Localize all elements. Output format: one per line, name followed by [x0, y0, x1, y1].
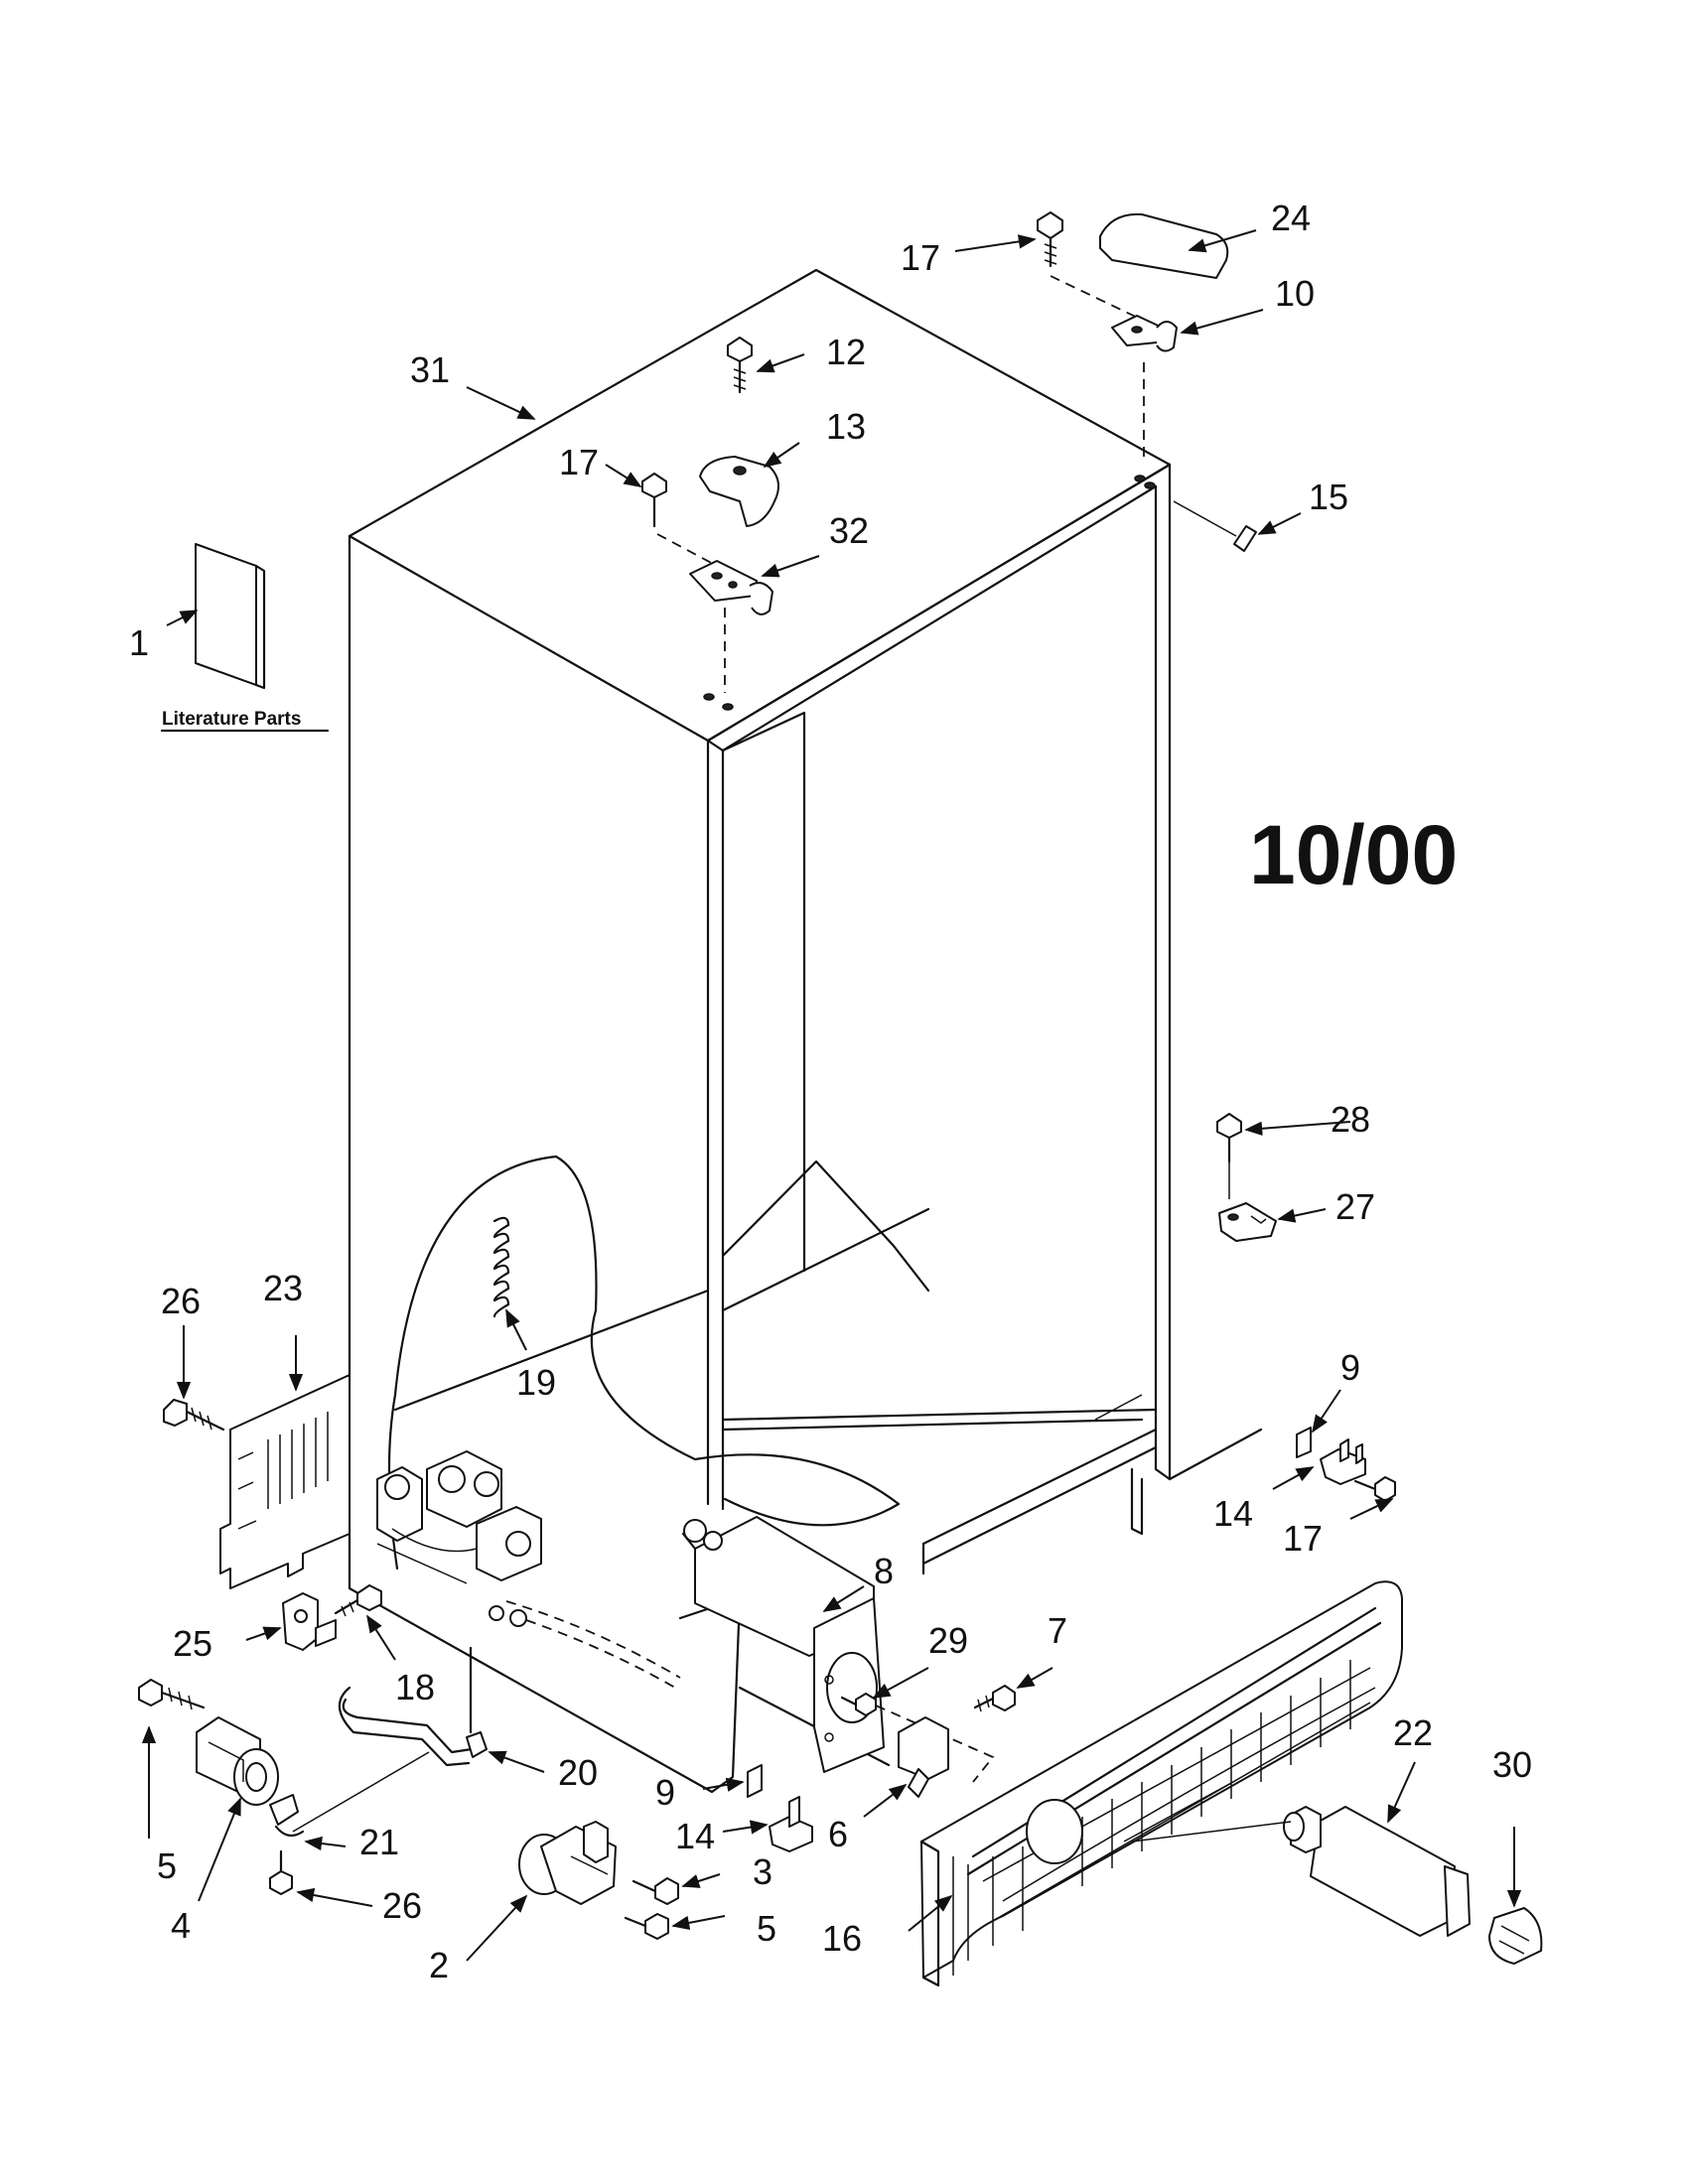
callout-14-center: 14 — [675, 1816, 715, 1856]
revision-mark: 10/00 — [1249, 808, 1458, 901]
electrical-bracket-23 — [219, 1374, 351, 1589]
callout-28: 28 — [1331, 1099, 1370, 1140]
callout-17-top: 17 — [901, 237, 940, 278]
screw-29 — [840, 1693, 877, 1716]
callout-17-left: 17 — [559, 442, 599, 482]
callout-23: 23 — [263, 1268, 303, 1308]
shim-9-center — [747, 1764, 763, 1798]
screw-5-front — [624, 1913, 669, 1940]
shim-9-right — [1296, 1427, 1312, 1458]
bracket-14-center — [769, 1796, 813, 1852]
clip-21 — [269, 1794, 305, 1838]
callout-14-right: 14 — [1213, 1493, 1253, 1534]
callout-5-front: 5 — [757, 1908, 776, 1949]
callout-24: 24 — [1271, 198, 1311, 238]
toe-grille-16 — [919, 1580, 1403, 1987]
hinge-holes — [703, 475, 1156, 711]
callout-29: 29 — [928, 1620, 968, 1661]
screw-17-right — [1353, 1476, 1396, 1502]
callout-8: 8 — [874, 1551, 894, 1591]
callout-9-center: 9 — [655, 1772, 675, 1813]
duct-8 — [681, 1516, 885, 1773]
hinge-10 — [1111, 315, 1178, 352]
literature-booklet — [195, 543, 266, 690]
callout-13: 13 — [826, 406, 866, 447]
callout-2: 2 — [429, 1945, 449, 1985]
callout-32: 32 — [829, 510, 869, 551]
callout-12: 12 — [826, 332, 866, 372]
callout-1: 1 — [129, 622, 149, 663]
callout-9-right: 9 — [1340, 1347, 1360, 1388]
screw-18 — [334, 1584, 382, 1617]
callout-15: 15 — [1309, 477, 1348, 517]
callout-26-upper: 26 — [161, 1281, 201, 1321]
screw-26-upper — [163, 1399, 225, 1432]
callout-7: 7 — [1048, 1610, 1067, 1651]
callout-22: 22 — [1393, 1712, 1433, 1753]
callout-26-lower: 26 — [382, 1885, 422, 1926]
bracket-14-right — [1320, 1438, 1366, 1485]
water-filter-22 — [1131, 1806, 1471, 1937]
water-tube-20 — [338, 1646, 488, 1767]
callout-10: 10 — [1275, 273, 1315, 314]
screw-7 — [973, 1685, 1016, 1712]
callout-19: 19 — [516, 1362, 556, 1403]
callout-25: 25 — [173, 1623, 212, 1664]
leader-arrows — [141, 229, 1522, 1962]
callout-18: 18 — [395, 1667, 435, 1707]
valve-assembly — [376, 1450, 542, 1584]
hinge-32 — [689, 560, 773, 615]
screw-26-lower — [269, 1849, 293, 1895]
roller-2 — [518, 1821, 617, 1905]
bracket-27 — [1218, 1202, 1277, 1242]
callout-27: 27 — [1335, 1186, 1375, 1227]
screw-3 — [632, 1877, 679, 1905]
screw-5-left — [138, 1679, 206, 1710]
callout-16: 16 — [822, 1918, 862, 1959]
callout-6: 6 — [828, 1814, 848, 1854]
bracket-6 — [898, 1716, 949, 1798]
roller-4 — [196, 1716, 279, 1806]
callout-3: 3 — [753, 1851, 772, 1892]
callout-4: 4 — [171, 1905, 191, 1946]
spring-19 — [492, 1216, 510, 1318]
hinge-cover-24 — [1099, 212, 1229, 279]
bracket-25 — [282, 1592, 337, 1651]
screw-17-left — [641, 473, 667, 528]
callout-17-right: 17 — [1283, 1518, 1323, 1559]
screw-28 — [1216, 1113, 1242, 1199]
drain-hose — [489, 1600, 681, 1689]
screw-17-top — [1037, 211, 1063, 268]
callout-20: 20 — [558, 1752, 598, 1793]
filter-cap-30 — [1488, 1907, 1543, 1965]
callout-5-left: 5 — [157, 1845, 177, 1886]
callout-21: 21 — [359, 1822, 399, 1862]
hinge-cover-13 — [699, 456, 779, 527]
callout-31: 31 — [410, 349, 450, 390]
clip-15 — [1233, 525, 1257, 552]
screw-12 — [727, 337, 753, 394]
literature-parts-label: Literature Parts — [162, 709, 301, 730]
callout-30: 30 — [1492, 1744, 1532, 1785]
